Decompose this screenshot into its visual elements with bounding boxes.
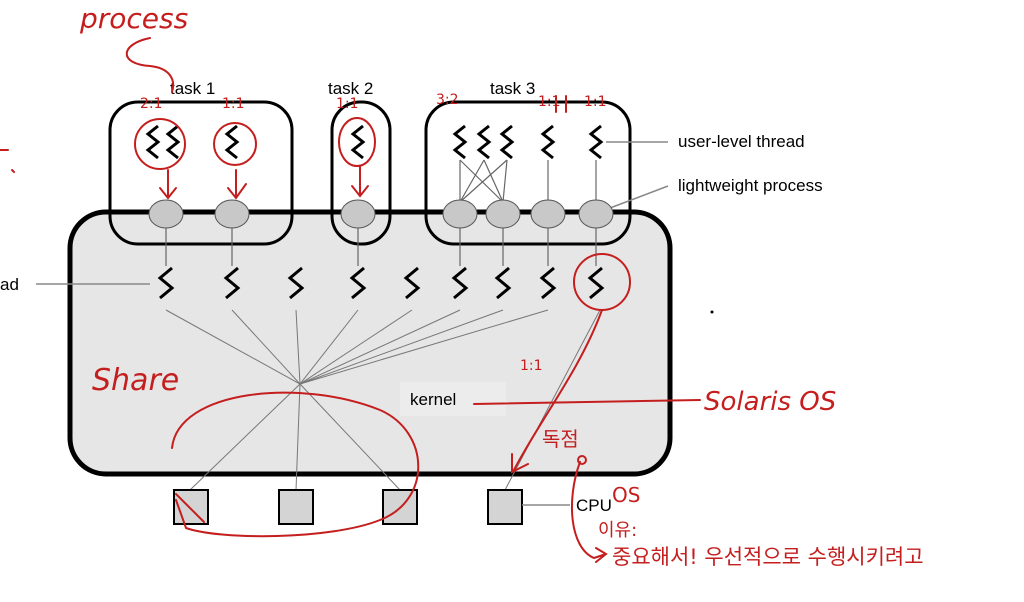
task3-label: task 3 bbox=[490, 79, 535, 98]
kernel-thread-label: ad bbox=[0, 275, 19, 294]
task2-label: task 2 bbox=[328, 79, 373, 98]
share-cross bbox=[175, 493, 205, 523]
lwp bbox=[148, 199, 184, 229]
user-thread bbox=[145, 124, 161, 160]
down-arrow bbox=[227, 169, 247, 200]
cpu-label: CPU bbox=[576, 496, 612, 515]
stray-dot bbox=[710, 310, 714, 314]
annotation-share: Share bbox=[92, 363, 179, 398]
annotation-dokjeom: 독점 bbox=[542, 427, 579, 451]
lwp-kernel-connectors bbox=[165, 228, 597, 266]
process-arrow bbox=[125, 37, 175, 93]
down-arrow bbox=[351, 165, 369, 198]
lwp bbox=[578, 199, 614, 229]
task2-box bbox=[330, 100, 392, 246]
cpu bbox=[278, 489, 314, 525]
kernel-thread bbox=[287, 266, 305, 300]
lwp bbox=[340, 199, 376, 229]
task1-label: task 1 bbox=[170, 79, 215, 98]
kernel-thread bbox=[403, 266, 421, 300]
small-mark bbox=[577, 455, 587, 465]
user-thread bbox=[540, 124, 556, 160]
kernel-label: kernel bbox=[410, 390, 456, 409]
kernel-thread bbox=[349, 266, 367, 300]
kernel-label-bg bbox=[400, 382, 506, 416]
task1-box bbox=[108, 100, 294, 246]
annotation-ratio: 2:1 bbox=[140, 96, 163, 112]
user-thread bbox=[165, 124, 181, 160]
kernel-box bbox=[67, 209, 673, 477]
kernel-thread bbox=[451, 266, 469, 300]
annotation-ratio: 1:1 bbox=[538, 94, 561, 110]
solaris-pointer bbox=[473, 399, 701, 405]
cpus bbox=[173, 489, 523, 525]
circle-mark bbox=[338, 117, 376, 167]
user-thread bbox=[476, 124, 492, 160]
lightweight-processes bbox=[148, 199, 614, 229]
annotation-reason-label: 이유: bbox=[598, 520, 637, 541]
lwp bbox=[214, 199, 250, 229]
kernel-threads bbox=[157, 266, 605, 300]
user-level-thread-label: user-level thread bbox=[678, 132, 805, 151]
annotation-ratio: 1:1 bbox=[584, 94, 607, 110]
lwp bbox=[442, 199, 478, 229]
share-loop bbox=[171, 391, 420, 538]
kernel-thread bbox=[157, 266, 175, 300]
user-thread bbox=[452, 124, 468, 160]
user-lwp-connectors bbox=[459, 159, 597, 203]
reason-arrow bbox=[570, 461, 608, 563]
dedicated-arrow bbox=[511, 309, 603, 474]
annotation-ratio: 3:2 bbox=[436, 92, 459, 108]
kernel-cpu-connectors bbox=[165, 309, 601, 491]
user-level-threads bbox=[145, 124, 604, 160]
lwp bbox=[530, 199, 566, 229]
cpu bbox=[173, 489, 209, 525]
user-thread bbox=[224, 124, 240, 160]
annotation-solaris: Solaris OS bbox=[704, 387, 836, 417]
kernel-thread bbox=[587, 266, 605, 300]
task3-box bbox=[424, 100, 632, 246]
lwp bbox=[485, 199, 521, 229]
annotation-os: OS bbox=[612, 483, 640, 507]
tick-mark bbox=[555, 95, 567, 113]
cpu bbox=[487, 489, 523, 525]
circle-mark bbox=[134, 118, 186, 170]
cpu bbox=[382, 489, 418, 525]
circle-mark bbox=[213, 122, 257, 166]
lightweight-process-label: lightweight process bbox=[678, 176, 823, 195]
edge-mark bbox=[11, 169, 15, 173]
kernel-thread bbox=[223, 266, 241, 300]
handwritten-annotations bbox=[0, 37, 701, 563]
kernel-thread bbox=[539, 266, 557, 300]
user-thread bbox=[499, 124, 515, 160]
annotation-process: process bbox=[79, 2, 188, 35]
lwp-leader bbox=[609, 185, 669, 209]
annotation-reason-text: 중요해서! 우선적으로 수행시키려고 bbox=[612, 545, 924, 569]
user-thread bbox=[588, 124, 604, 160]
annotation-ratio: 1:1 bbox=[336, 96, 359, 112]
user-thread bbox=[350, 124, 366, 160]
annotation-ratio: 1:1 bbox=[222, 96, 245, 112]
annotation-ratio: 1:1 bbox=[520, 358, 543, 374]
kernel-thread bbox=[494, 266, 512, 300]
down-arrow bbox=[159, 169, 177, 200]
